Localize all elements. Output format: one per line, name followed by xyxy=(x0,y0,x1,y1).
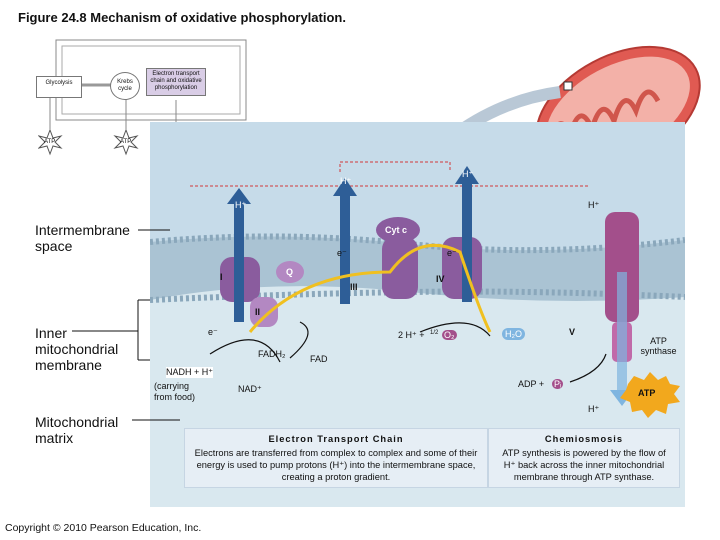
etc-label: Electron transport chain and oxidative p… xyxy=(150,71,202,91)
nad-label: NAD⁺ xyxy=(238,384,262,394)
fad-label: FAD xyxy=(310,354,328,364)
glycolysis-box: Glycolysis xyxy=(36,76,82,98)
chemiosmosis-caption: Chemiosmosis ATP synthesis is powered by… xyxy=(488,428,680,488)
nadh-label: NADH + H⁺ xyxy=(166,367,214,378)
chemiosmosis-caption-text: ATP synthesis is powered by the flow of … xyxy=(502,448,666,482)
o2-label: O₂ xyxy=(442,330,457,340)
h-plus-4: H⁺ xyxy=(588,200,600,210)
e-minus-1: e⁻ xyxy=(337,248,347,258)
from-food-label: from food) xyxy=(154,392,196,402)
atp-label: ATP xyxy=(638,388,656,398)
etc-box: Electron transport chain and oxidative p… xyxy=(146,68,206,96)
two-h-label: 2 H⁺ + xyxy=(398,330,425,340)
h-plus-1: H⁺ xyxy=(235,200,247,210)
h-plus-5: H⁺ xyxy=(588,404,600,414)
krebs-circle: Krebs cycle xyxy=(110,72,140,100)
complex-3-label: III xyxy=(350,282,358,292)
overview-atp-2: ATP xyxy=(120,139,132,145)
e-minus-3: e⁻ xyxy=(208,327,218,337)
etc-caption-text: Electrons are transferred from complex t… xyxy=(194,448,478,482)
label-intermembrane-space: Intermembrane space xyxy=(35,222,130,254)
complex-2-label: II xyxy=(255,307,261,317)
krebs-label: Krebs cycle xyxy=(117,79,133,92)
etc-caption-title: Electron Transport Chain xyxy=(268,434,404,444)
glycolysis-label: Glycolysis xyxy=(45,80,73,86)
q-label: Q xyxy=(286,267,294,277)
complex-4-label: IV xyxy=(436,274,445,284)
chemiosmosis-caption-title: Chemiosmosis xyxy=(544,434,624,444)
copyright: Copyright © 2010 Pearson Education, Inc. xyxy=(5,522,202,534)
etc-caption: Electron Transport Chain Electrons are t… xyxy=(184,428,488,488)
adp-label: ADP + xyxy=(518,379,545,389)
h-plus-2: H⁺ xyxy=(340,176,352,186)
complex-5-label: V xyxy=(569,327,576,337)
atp-synthase-label: ATP synthase xyxy=(640,336,677,356)
cyt-c-label: Cyt c xyxy=(385,225,408,235)
e-minus-2: e⁻ xyxy=(447,248,457,258)
h-plus-3: H⁺ xyxy=(462,169,474,179)
overview-diagram: Glycolysis Krebs cycle Electron transpor… xyxy=(30,38,260,156)
overview-atp-1: ATP xyxy=(44,139,56,145)
label-matrix: Mitochondrial matrix xyxy=(35,414,119,446)
label-inner-membrane: Inner mitochondrial membrane xyxy=(35,325,119,373)
half-label: 1/2 xyxy=(430,330,439,336)
fadh2-label: FADH₂ xyxy=(258,349,286,359)
h2o-label: H₂O xyxy=(502,328,525,340)
carrying-label: (carrying xyxy=(154,381,190,391)
figure-title: Figure 24.8 Mechanism of oxidative phosp… xyxy=(18,10,346,25)
pi-label: Pᵢ xyxy=(552,379,564,389)
complex-1-label: I xyxy=(220,272,223,282)
